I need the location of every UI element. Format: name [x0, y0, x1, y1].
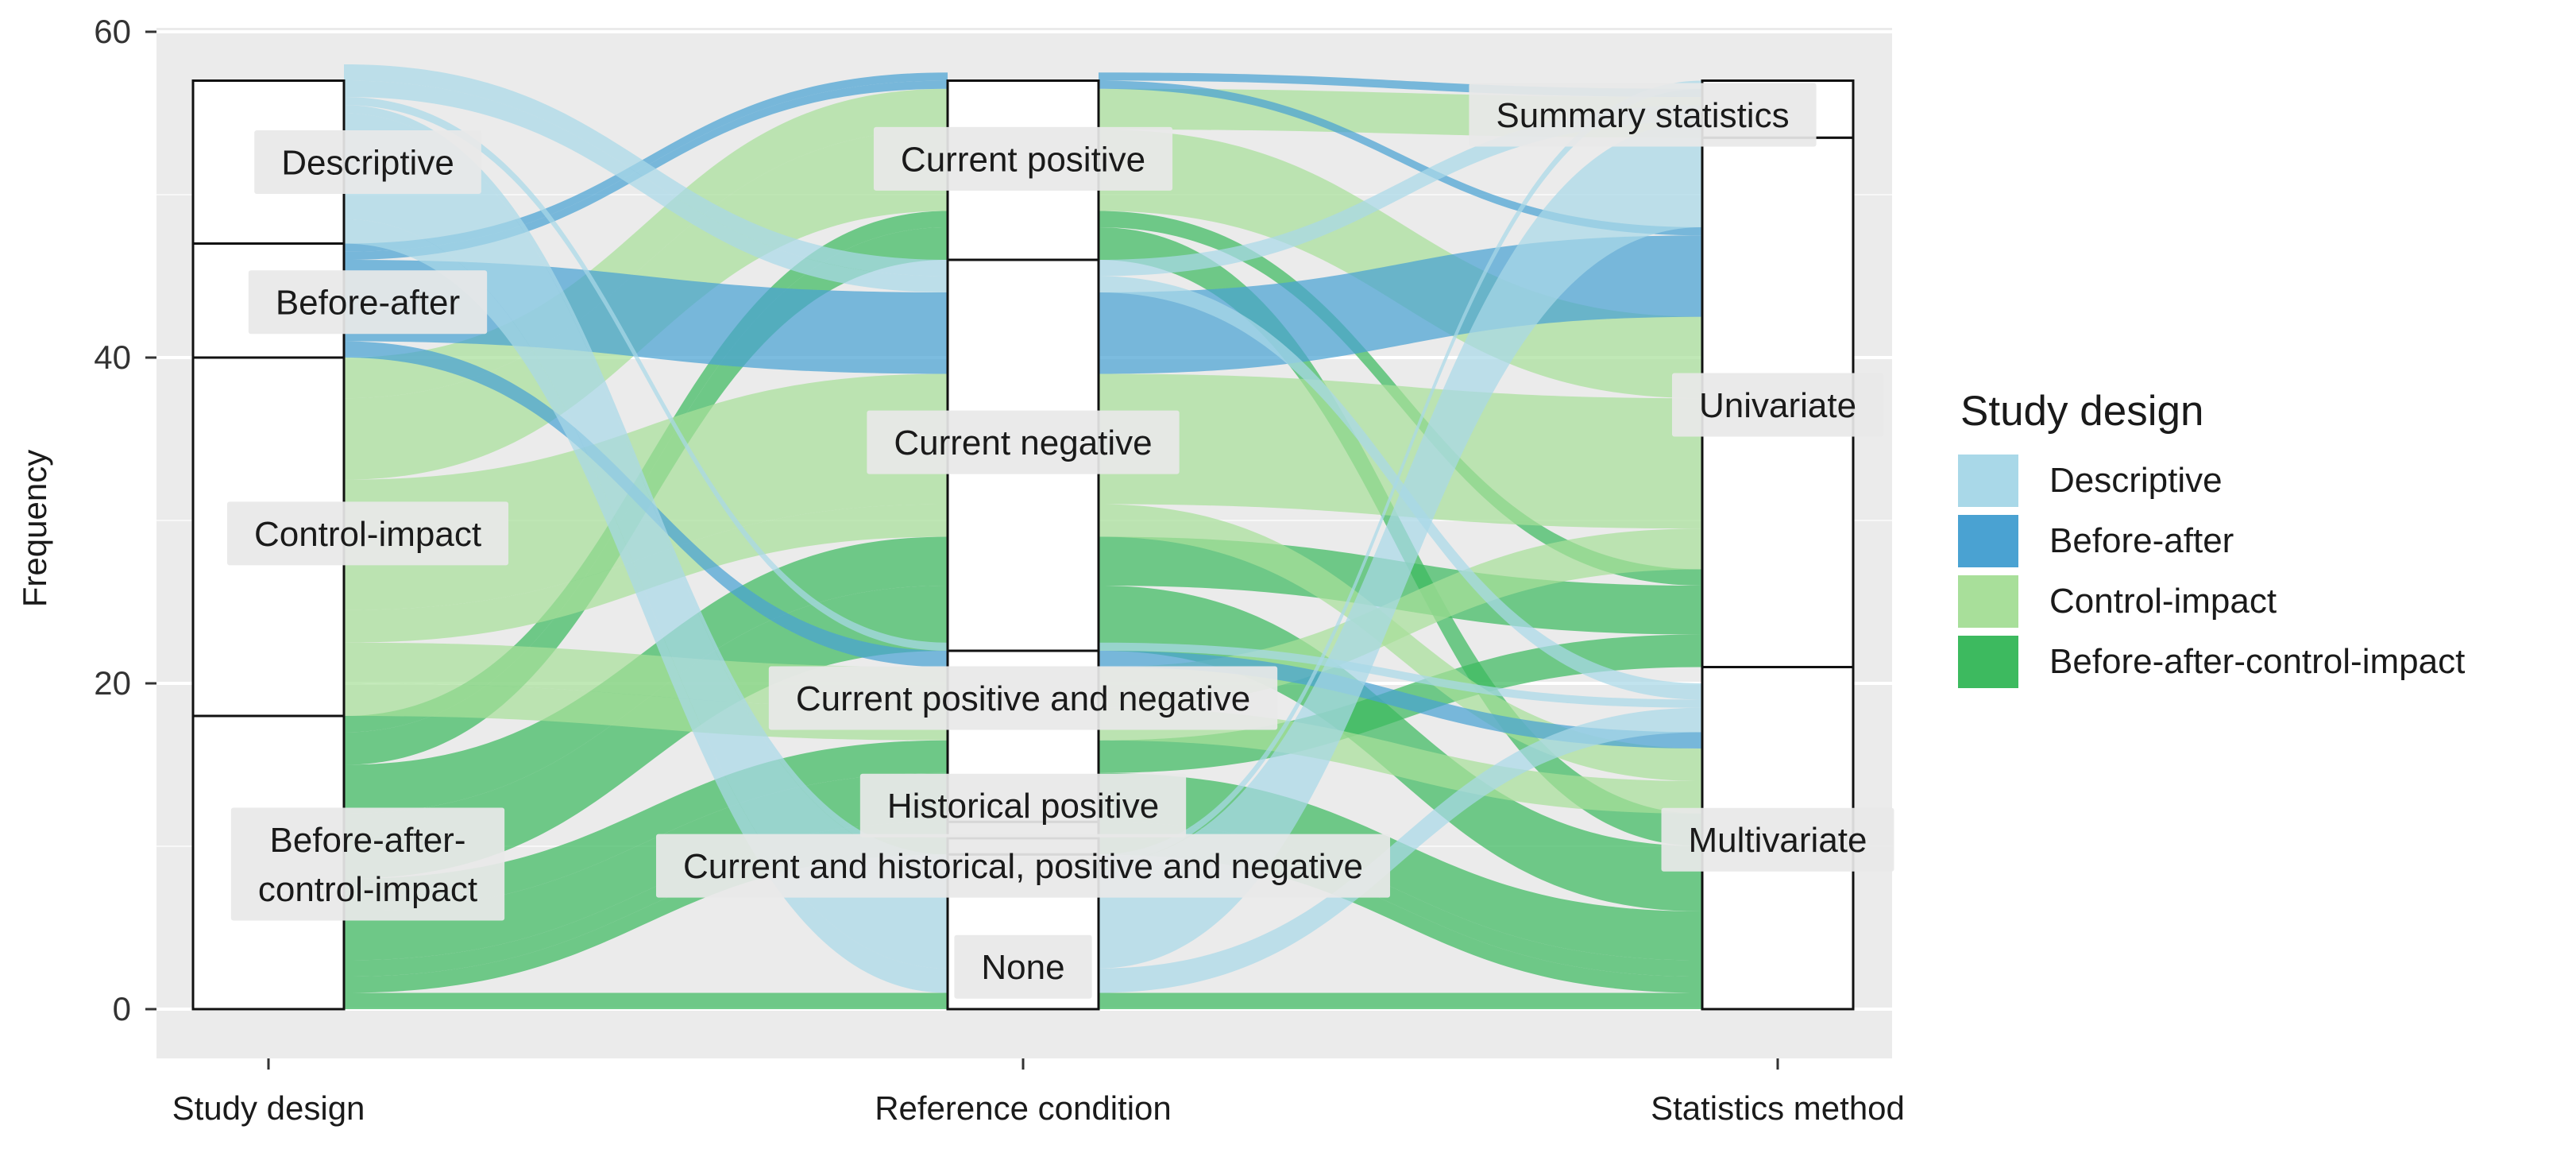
flow-ribbon-before-after-control-impact — [344, 822, 948, 977]
flow-ribbon-before-after-control-impact — [344, 838, 948, 993]
flow-ribbon-control-impact — [1099, 707, 1702, 814]
stratum-label-background — [1671, 373, 1884, 437]
flow-ribbon-control-impact — [1099, 373, 1702, 529]
stratum-label-background — [226, 501, 509, 566]
stratum-label: Current positive — [873, 126, 1173, 191]
legend-entry-before-after: Before-after — [2049, 521, 2234, 560]
flow-ribbon-control-impact — [344, 88, 948, 399]
flow-ribbon-descriptive — [344, 219, 948, 993]
legend-entry-before-after-control-impact: Before-after-control-impact — [2049, 642, 2465, 681]
flow-ribbon-control-impact — [1099, 504, 1702, 781]
flow-ribbon-descriptive — [344, 105, 948, 863]
stratum-label-background — [248, 270, 488, 335]
stratum-label-text: None — [981, 948, 1064, 987]
flow-ribbon-descriptive — [1099, 80, 1702, 863]
stratum-label-text: Univariate — [1699, 386, 1856, 425]
stratum-label: Current and historical, positive and neg… — [655, 834, 1391, 898]
legend-entry-descriptive: Descriptive — [2049, 461, 2223, 500]
stratum-label-background — [954, 934, 1092, 999]
stratum-label-background — [254, 130, 481, 194]
stratum-label-background — [230, 807, 505, 921]
y-axis-title: Frequency — [16, 450, 53, 607]
stratum-label-text: Current positive — [901, 140, 1145, 179]
stratum-label-text: Current negative — [894, 424, 1152, 462]
stratum-label-text: Current positive and negative — [796, 679, 1250, 718]
legend-swatch — [1958, 455, 2018, 507]
stratum-label: None — [954, 934, 1092, 999]
legend: Study design DescriptiveBefore-afterCont… — [1958, 388, 2465, 688]
legend-swatch — [1958, 575, 2018, 628]
stratum-label-text: control-impact — [258, 870, 477, 909]
stratum-label-background — [873, 126, 1173, 191]
stratum-label: Historical positive — [859, 773, 1187, 838]
flow-ribbon-descriptive — [1099, 105, 1702, 277]
stratum-label-background — [859, 773, 1187, 838]
stratum-label-text: Current and historical, positive and neg… — [683, 847, 1363, 886]
stratum-label: Control-impact — [226, 501, 509, 566]
stratum-label-background — [655, 834, 1391, 898]
stratum-label-background — [1469, 83, 1817, 147]
y-tick-label: 40 — [94, 339, 131, 376]
flow-ribbon-descriptive — [344, 113, 948, 969]
stratum-label-text: Historical positive — [887, 787, 1159, 826]
legend-entry-control-impact: Control-impact — [2049, 582, 2277, 621]
stratum-label-text: Before-after- — [270, 821, 466, 860]
stratum-label: Current positive and negative — [768, 666, 1278, 730]
flow-ribbon-descriptive — [1099, 121, 1702, 969]
flow-ribbon-descriptive — [344, 80, 948, 292]
stratum-label: Before-after-control-impact — [230, 807, 505, 921]
stratum-label-text: Multivariate — [1689, 821, 1867, 860]
stratum-label: Before-after — [248, 270, 488, 335]
flow-ribbon-before-after — [1099, 80, 1702, 236]
flow-ribbon-before-after-control-impact — [1099, 822, 1702, 977]
legend-swatch — [1958, 515, 2018, 567]
flow-ribbon-descriptive — [1099, 276, 1702, 700]
y-tick-label: 60 — [94, 13, 131, 50]
x-axis: Study design Reference condition Statistic… — [172, 1058, 1905, 1127]
stratum-label-text: Before-after — [276, 284, 460, 323]
flow-ribbon-before-after-control-impact — [1099, 838, 1702, 993]
flow-ribbon-descriptive — [1099, 642, 1702, 708]
stratum-label: Univariate — [1671, 373, 1884, 437]
legend-title: Study design — [1960, 388, 2203, 435]
x-axis-label-study-design: Study design — [172, 1089, 365, 1127]
flow-ribbon-descriptive — [344, 64, 948, 277]
flow-ribbon-descriptive — [344, 97, 948, 651]
flow-ribbon-descriptive — [1099, 707, 1702, 993]
stratum-label-background — [1661, 807, 1894, 872]
y-tick-label: 20 — [94, 664, 131, 702]
y-axis: 0 20 40 60 — [94, 13, 156, 1027]
stratum-label-background — [768, 666, 1278, 730]
stratum-label-text: Control-impact — [254, 515, 481, 554]
legend-swatch — [1958, 636, 2018, 688]
x-axis-label-statistics-method: Statistics method — [1651, 1089, 1905, 1127]
stratum-label: Multivariate — [1661, 807, 1894, 872]
stratum-label-text: Descriptive — [281, 143, 454, 182]
stratum-label: Descriptive — [254, 130, 481, 194]
flow-ribbon-before-after-control-impact — [1099, 992, 1702, 1009]
stratum-labels: Before-after-control-impact Control-impac… — [226, 83, 1894, 999]
stratum-label-text: Summary statistics — [1496, 96, 1789, 135]
stratum-label: Current negative — [867, 410, 1180, 474]
y-tick-label: 0 — [113, 990, 131, 1027]
x-axis-label-reference-condition: Reference condition — [875, 1089, 1172, 1127]
flow-ribbon-before-after-control-impact — [344, 586, 948, 879]
stratum-label-background — [867, 410, 1180, 474]
stratum-label: Summary statistics — [1469, 83, 1817, 147]
flow-ribbon-before-after-control-impact — [344, 992, 948, 1009]
